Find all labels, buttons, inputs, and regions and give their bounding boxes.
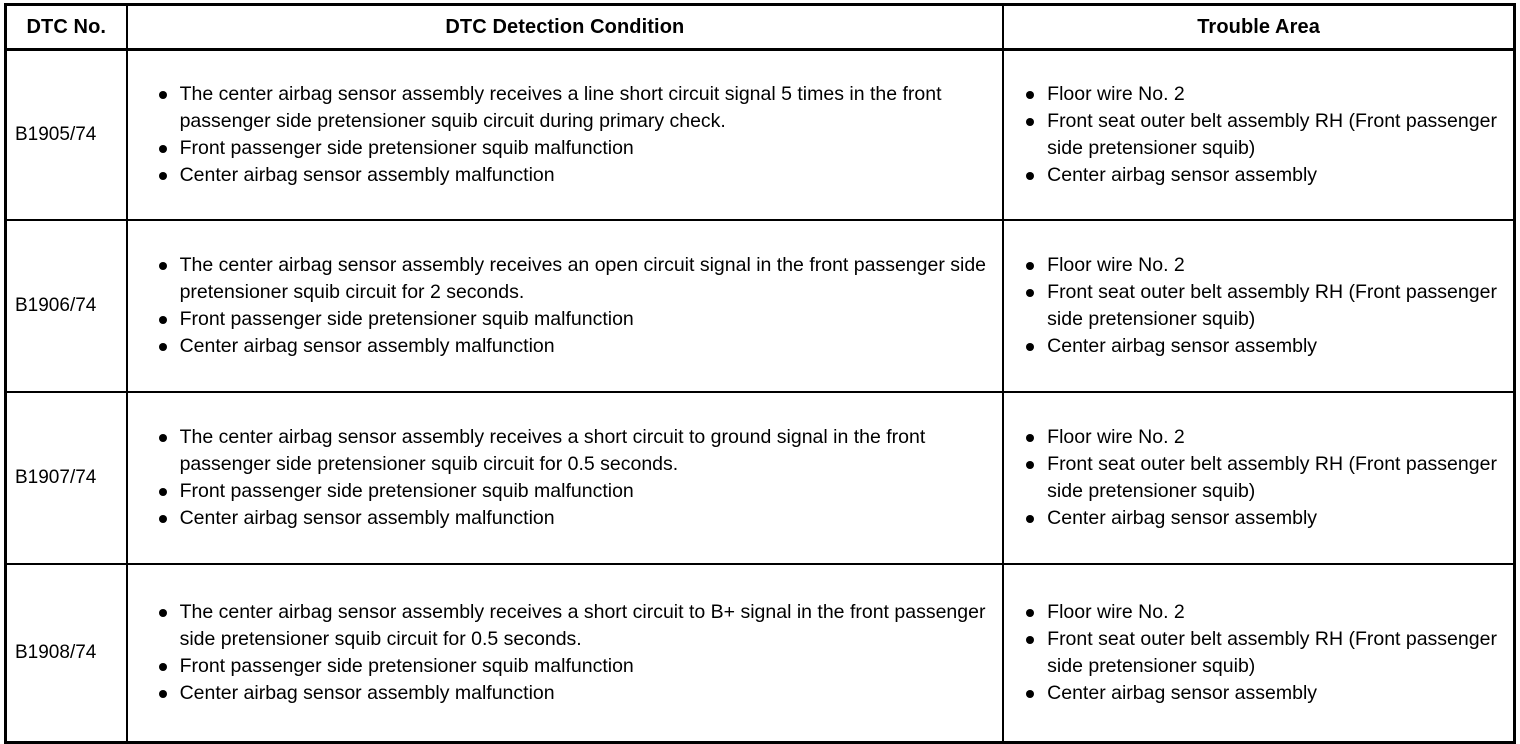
cell-detection-condition: The center airbag sensor assembly receiv… bbox=[126, 564, 1005, 743]
detection-condition-list: The center airbag sensor assembly receiv… bbox=[128, 424, 1003, 532]
list-item: Center airbag sensor assembly malfunctio… bbox=[156, 680, 997, 707]
column-header-trouble-area: Trouble Area bbox=[1003, 4, 1515, 51]
trouble-area-list: Floor wire No. 2 Front seat outer belt a… bbox=[1004, 252, 1513, 360]
dtc-table: DTC No. DTC Detection Condition Trouble … bbox=[4, 3, 1516, 744]
trouble-area-list: Floor wire No. 2 Front seat outer belt a… bbox=[1004, 81, 1513, 189]
column-header-dtc-no: DTC No. bbox=[5, 4, 128, 51]
list-item: Front seat outer belt assembly RH (Front… bbox=[1023, 451, 1507, 505]
table-row: B1905/74 The center airbag sensor assemb… bbox=[5, 49, 1515, 221]
cell-dtc-no: B1908/74 bbox=[5, 564, 128, 743]
cell-detection-condition: The center airbag sensor assembly receiv… bbox=[126, 392, 1005, 565]
detection-condition-list: The center airbag sensor assembly receiv… bbox=[128, 252, 1003, 360]
table-row: B1908/74 The center airbag sensor assemb… bbox=[5, 564, 1515, 743]
trouble-area-list: Floor wire No. 2 Front seat outer belt a… bbox=[1004, 599, 1513, 707]
list-item: Floor wire No. 2 bbox=[1023, 424, 1507, 451]
list-item: Center airbag sensor assembly malfunctio… bbox=[156, 333, 997, 360]
list-item: Front passenger side pretensioner squib … bbox=[156, 306, 997, 333]
list-item: Floor wire No. 2 bbox=[1023, 599, 1507, 626]
cell-trouble-area: Floor wire No. 2 Front seat outer belt a… bbox=[1003, 564, 1514, 743]
cell-trouble-area: Floor wire No. 2 Front seat outer belt a… bbox=[1003, 49, 1515, 221]
list-item: Front seat outer belt assembly RH (Front… bbox=[1023, 108, 1507, 162]
list-item: Center airbag sensor assembly malfunctio… bbox=[156, 505, 997, 532]
detection-condition-list: The center airbag sensor assembly receiv… bbox=[128, 599, 1003, 707]
list-item: Floor wire No. 2 bbox=[1023, 252, 1507, 279]
list-item: Front passenger side pretensioner squib … bbox=[156, 135, 997, 162]
list-item: Front seat outer belt assembly RH (Front… bbox=[1023, 626, 1507, 680]
cell-dtc-no: B1907/74 bbox=[5, 392, 128, 565]
list-item: Front passenger side pretensioner squib … bbox=[156, 653, 997, 680]
trouble-area-list: Floor wire No. 2 Front seat outer belt a… bbox=[1004, 424, 1513, 532]
list-item: Front seat outer belt assembly RH (Front… bbox=[1023, 279, 1507, 333]
table-row: B1907/74 The center airbag sensor assemb… bbox=[5, 392, 1515, 565]
list-item: The center airbag sensor assembly receiv… bbox=[156, 81, 997, 135]
header-row: DTC No. DTC Detection Condition Trouble … bbox=[5, 4, 1515, 51]
list-item: Center airbag sensor assembly bbox=[1023, 333, 1507, 360]
table-body: B1905/74 The center airbag sensor assemb… bbox=[5, 49, 1515, 743]
cell-dtc-no: B1906/74 bbox=[5, 220, 128, 393]
list-item: Center airbag sensor assembly bbox=[1023, 505, 1507, 532]
list-item: Center airbag sensor assembly bbox=[1023, 680, 1507, 707]
list-item: Center airbag sensor assembly malfunctio… bbox=[156, 162, 997, 189]
cell-dtc-no: B1905/74 bbox=[5, 49, 128, 221]
list-item: The center airbag sensor assembly receiv… bbox=[156, 252, 997, 306]
list-item: The center airbag sensor assembly receiv… bbox=[156, 599, 997, 653]
dtc-table-sheet: DTC No. DTC Detection Condition Trouble … bbox=[0, 3, 1520, 744]
cell-detection-condition: The center airbag sensor assembly receiv… bbox=[126, 220, 1005, 393]
list-item: The center airbag sensor assembly receiv… bbox=[156, 424, 997, 478]
list-item: Floor wire No. 2 bbox=[1023, 81, 1507, 108]
cell-trouble-area: Floor wire No. 2 Front seat outer belt a… bbox=[1003, 392, 1515, 565]
cell-trouble-area: Floor wire No. 2 Front seat outer belt a… bbox=[1003, 220, 1515, 393]
cell-detection-condition: The center airbag sensor assembly receiv… bbox=[126, 49, 1005, 221]
table-header: DTC No. DTC Detection Condition Trouble … bbox=[5, 4, 1515, 51]
table-row: B1906/74 The center airbag sensor assemb… bbox=[5, 220, 1515, 393]
column-header-detection-condition: DTC Detection Condition bbox=[126, 4, 1005, 51]
detection-condition-list: The center airbag sensor assembly receiv… bbox=[128, 81, 1003, 189]
list-item: Center airbag sensor assembly bbox=[1023, 162, 1507, 189]
list-item: Front passenger side pretensioner squib … bbox=[156, 478, 997, 505]
